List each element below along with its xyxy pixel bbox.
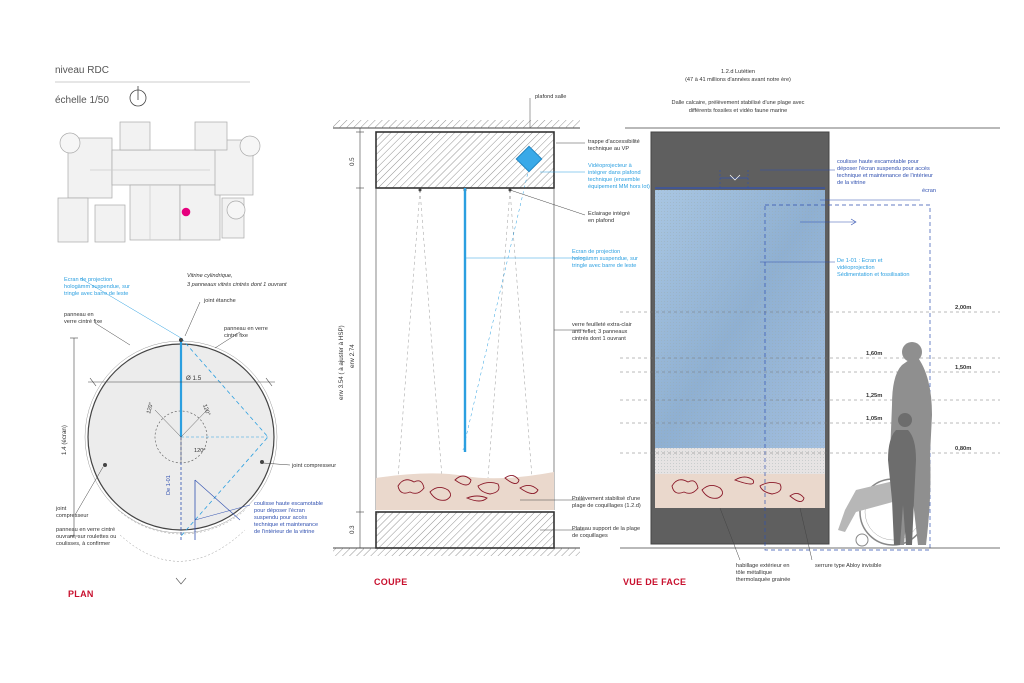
scale-label: échelle 1/50 (55, 95, 109, 106)
location-marker (181, 207, 191, 217)
coupe-eclairage-1: Eclairage intégré (588, 211, 630, 217)
videoprojector-icon (515, 145, 543, 173)
section-plan-title: PLAN (68, 589, 94, 599)
plan-coulisse-2: pour déposer l'écran (254, 508, 305, 514)
vue-de101-2: vidéoprojection (837, 265, 875, 271)
plan-height-ecran: 1.4 (écran) (61, 425, 68, 455)
plan-ouvrant-3: coulisses, à confirmer (56, 541, 110, 547)
header: niveau RDC échelle 1/50 (55, 65, 250, 107)
plan-angle-c: 120° (194, 448, 206, 454)
coupe-verre-2: anti reflet; 3 panneaux (572, 329, 628, 335)
coupe-trappe-1: trappe d'accessibilité (588, 139, 640, 145)
vue-shells (671, 476, 805, 502)
site-plan (57, 121, 261, 243)
plan-panneau-left-1: panneau en (64, 312, 94, 318)
vue-habillage-2: tôle métallique (736, 570, 772, 576)
coupe-verre-1: verre feuilleté extra-clair (572, 322, 632, 328)
plan-joint-comp-left-1: joint (55, 506, 67, 512)
vue-title-2: (47 à 41 millions d'années avant notre è… (685, 77, 791, 83)
plan-angle-b: 120° (201, 404, 211, 417)
vue-coulisse-4: de la vitrine (837, 180, 866, 186)
vue-coulisse-2: déposer l'écran suspendu pour accès (837, 166, 930, 172)
plan-panneau-right-2: cintré fixe (224, 333, 248, 339)
coupe-ecran-2: hologämm suspendue, sur (572, 256, 638, 262)
vue-habillage-1: habillage extérieur en (736, 563, 790, 569)
vue-level-080: 0,80m (955, 446, 971, 452)
plan-ouvrant-2: ouvrant, sur roulettes ou (56, 534, 116, 540)
vue-level-125: 1,25m (866, 393, 882, 399)
section-coupe-title: COUPE (374, 577, 408, 587)
plan-panneau-right-1: panneau en verre (224, 326, 268, 332)
vue-ecran: écran (922, 188, 936, 194)
coupe-videoproj-4: équipement MM hors lot) (588, 184, 650, 190)
vue-serrure: serrure type Abloy invisible (815, 563, 882, 569)
plan-coulisse-1: coulisse haute escamotable (254, 501, 323, 507)
coupe-prelevement-1: Prélèvement stabilisé d'une (572, 496, 640, 502)
coupe-dim-bottom: 0.3 (349, 525, 356, 534)
coupe-plafond: plafond salle (535, 94, 566, 100)
plan-diameter: Ø 1.5 (186, 375, 202, 382)
plan-coulisse-3: suspendu pour accès (254, 515, 307, 521)
vue-title-1: 1.2.d Lutétien (721, 69, 755, 75)
vue-de101-1: De 1-01 : Ecran et (837, 258, 883, 264)
coupe-videoproj-2: intégrer dans plafond (588, 170, 641, 176)
section-vue-title: VUE DE FACE (623, 577, 686, 587)
coupe-prelevement-2: plage de coquillages (1.2.d) (572, 503, 641, 509)
coupe-plateau-1: Plateau support de la plage (572, 526, 640, 532)
coupe-ecran-1: Ecran de projection (572, 249, 620, 255)
coupe-videoproj-1: Vidéoprojecteur à (588, 163, 633, 169)
shells (397, 475, 539, 502)
vue-level-160: 1,60m (866, 351, 882, 357)
coupe-plinth (375, 511, 555, 549)
vue-coulisse-1: coulisse haute escamotable pour (837, 159, 919, 165)
plan-panneau-left-2: verre cintré fixe (64, 319, 102, 325)
coupe-eclairage-2: en plafond (588, 218, 614, 224)
coupe-videoproj-3: technique (ensemble (588, 177, 640, 183)
vue-level-200: 2,00m (955, 305, 971, 311)
coupe-verre-3: cintrés dont 1 ouvrant (572, 336, 626, 342)
vue-desc-1: Dalle calcaire, prélèvement stabilisé d'… (672, 100, 805, 106)
vue-habillage-3: thermolaquée grainée (736, 577, 790, 583)
coupe-plateau-2: de coquillages (572, 533, 608, 539)
vue-desc-2: différents fossiles et vidéo faune marin… (689, 108, 787, 114)
vue-view: 1.2.d Lutétien (47 à 41 millions d'année… (620, 69, 1000, 587)
plan-view: Vitrine cylindrique, 3 panneaux vitrés c… (55, 273, 336, 599)
plan-screen-code: De 1-01 (166, 475, 172, 495)
shell-beach (376, 472, 554, 510)
vue-level-150: 1,50m (955, 365, 971, 371)
plan-ecran-3: tringle avec barre de leste (64, 291, 128, 297)
plan-coulisse-4: technique et maintenance (254, 522, 318, 528)
vue-coulisse-3: technique et maintenance de l'intérieur (837, 173, 933, 179)
plan-angle-a: 120° (146, 402, 155, 415)
plan-vitrine-1: Vitrine cylindrique, (187, 273, 233, 279)
coupe-dim-top: 0.5 (349, 157, 356, 166)
plan-ecran-2: hologämm suspendue, sur (64, 284, 130, 290)
north-arrow-icon (129, 86, 147, 107)
plan-joint-etanche: joint étanche (203, 298, 236, 304)
plan-joint-comp-left-2: compresseur (56, 513, 88, 519)
vue-level-105: 1,05m (866, 416, 882, 422)
coupe-ecran-3: tringle avec barre de leste (572, 263, 636, 269)
coupe-dim-total: env 3.54 ( à ajuster à HSP) (338, 325, 345, 400)
plan-ecran-1: Ecran de projection (64, 277, 112, 283)
coupe-dim-mid: env 2.74 (349, 344, 356, 368)
plan-ouvrant-1: panneau en verre cintré (56, 527, 115, 533)
level-label: niveau RDC (55, 65, 109, 76)
coupe-view: plafond salle trappe d'accessibilité tec… (333, 94, 650, 587)
plan-coulisse-5: de l'intérieur de la vitrine (254, 529, 314, 535)
plan-vitrine-2: 3 panneaux vitrés cintrés dont 1 ouvrant (187, 282, 287, 288)
coupe-trappe-2: technique au VP (588, 146, 629, 152)
standing-child-icon (888, 413, 916, 545)
vue-de101-3: Sédimentation et fossilisation (837, 272, 909, 278)
plan-joint-comp-right: joint compresseur (291, 463, 336, 469)
